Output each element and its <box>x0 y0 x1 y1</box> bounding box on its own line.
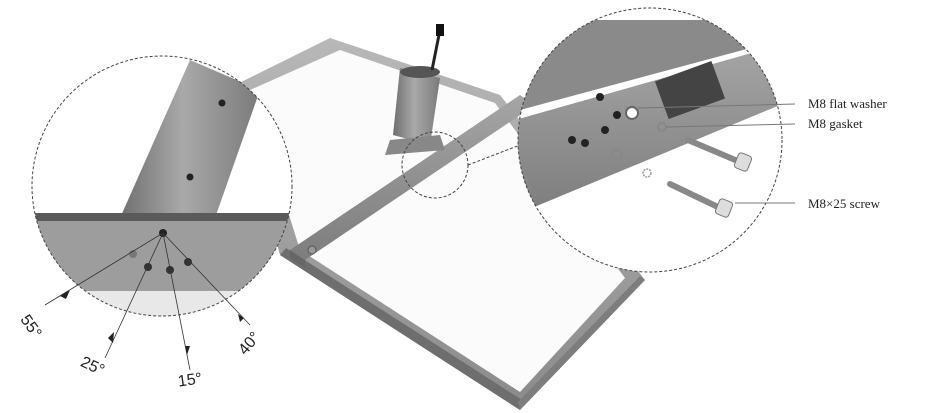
angle-label-15: 15° <box>176 370 204 391</box>
callout-screw: M8×25 screw <box>808 196 880 211</box>
cross-rail <box>290 95 535 268</box>
right-detail-magnifier <box>517 7 796 273</box>
callout-gasket: M8 gasket <box>808 116 863 131</box>
panel-frame <box>235 38 645 410</box>
tilt-tube <box>385 24 445 155</box>
callout-flat-washer: M8 flat washer <box>808 96 887 111</box>
